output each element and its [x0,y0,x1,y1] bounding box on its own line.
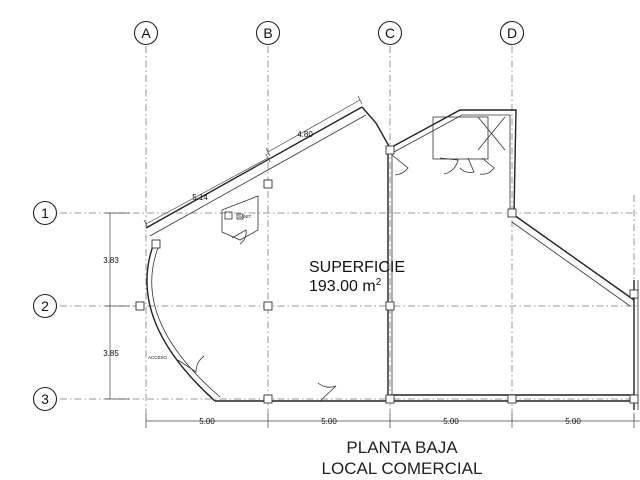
wall-top-return [361,106,391,149]
doors: ACCESO [148,154,495,402]
axis-circle-d [499,20,525,46]
bottom-dimensions: 5.00 5.00 5.00 5.00 [145,414,640,428]
dim-bottom-text-3: 5.00 [443,417,459,426]
dim-diag-outer-tick-1 [265,147,271,157]
door-sanitary [231,229,247,245]
column-b-2 [263,301,273,311]
dim-left-text-2: 3.85 [103,349,119,358]
dim-diag-outer-tick-2 [357,95,363,105]
sanitary-outline [221,195,259,241]
dim-diag-inner-tick-1 [143,219,149,229]
column-a-1 [151,239,161,249]
left-dimensions: 3.83 3.85 [103,212,130,400]
area-value-unit: 2 [376,277,382,288]
door-c-top [391,154,409,176]
wall-wing-inner [393,114,511,210]
dim-diag-outer-text: 4.80 [297,130,313,139]
dim-bottom-text-4: 5.00 [565,417,581,426]
axis-circle-c [377,20,403,46]
door-wing-3 [479,157,495,175]
door-access [177,355,205,373]
dim-diag-inner-tick-2 [265,153,271,163]
dim-diag-inner-line [145,157,269,225]
door-bottom [317,382,337,402]
column-c-3 [385,394,395,404]
axis-markers-top: A B C D [133,20,525,46]
building-walls [145,106,639,410]
area-value: 193.00 m2 [309,277,382,295]
dim-bottom-text-1: 5.00 [199,417,215,426]
sanitary-fixture-1 [224,211,233,220]
axis-circle-1 [32,200,58,226]
axis-label-1: 1 [41,205,49,221]
axis-circle-b [255,20,281,46]
column-e-2 [629,289,639,299]
axis-circle-3 [32,386,58,412]
axis-label-a: A [141,25,151,41]
columns [135,145,639,404]
sanitary-room: SANIT. [221,195,259,241]
grid-lines [60,46,640,420]
stair-box [432,116,489,160]
axis-label-d: D [507,25,517,41]
wall-diagonal-right [513,214,635,301]
column-b-3 [263,394,273,404]
axis-circle-a [133,20,159,46]
area-title: SUPERFICIE [309,259,405,276]
area-label: SUPERFICIE 193.00 m2 [309,259,405,295]
wall-diagonal-inner [149,114,367,237]
dim-left-text-1: 3.83 [103,256,119,265]
title-line-2: LOCAL COMERCIAL [322,459,483,478]
sanitary-fixture-2 [236,213,244,220]
stair-diag-2 [477,116,506,151]
dim-bottom-text-2: 5.00 [321,417,337,426]
column-c-top [385,145,395,155]
area-value-number: 193.00 m [309,278,376,295]
diagonal-dimensions: 4.80 5.14 [143,95,363,229]
column-e-3 [629,394,639,404]
axis-label-b: B [263,25,272,41]
column-b-diag [263,179,273,189]
column-c-2 [385,301,395,311]
access-label: ACCESO [148,355,168,360]
door-wing-1 [439,157,459,175]
wall-diagonal-outer [145,106,363,229]
drawing-title: PLANTA BAJA LOCAL COMERCIAL [322,438,483,478]
sanitary-label: SANIT. [238,214,252,219]
column-d-3 [507,394,517,404]
axis-label-c: C [385,25,395,41]
wall-wing-top [389,109,517,214]
dim-diag-outer-line [267,99,361,153]
column-a-2 [135,301,145,311]
axis-circle-2 [32,293,58,319]
title-line-1: PLANTA BAJA [346,438,458,457]
dim-diag-inner-text: 5.14 [192,193,208,202]
axis-label-2: 2 [41,298,49,314]
door-wing-2 [459,157,475,173]
axis-markers-left: 1 2 3 [32,200,58,412]
wall-curved-facade [146,242,216,402]
axis-label-3: 3 [41,391,49,407]
column-d-1 [507,208,517,218]
wall-diagonal-right-inner [511,221,631,307]
wall-curved-facade-inner [151,247,221,398]
